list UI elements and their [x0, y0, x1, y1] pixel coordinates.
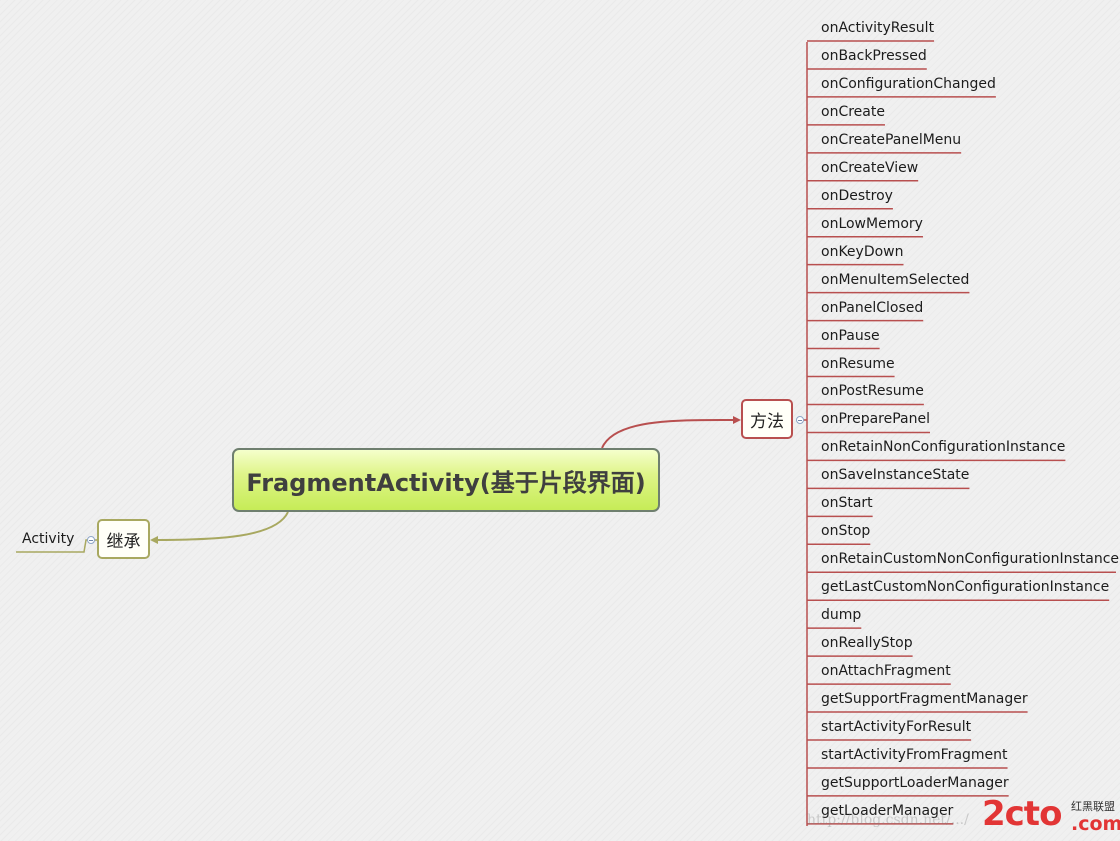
central-topic-label: FragmentActivity(基于片段界面) [246, 468, 646, 497]
watermark-bottom-text: .com [1071, 813, 1120, 835]
inherit-topic[interactable]: 继承 [97, 519, 150, 559]
method-item[interactable]: onReallyStop [821, 635, 913, 652]
methods-topic-label: 方法 [750, 411, 784, 432]
inherit-topic-label: 继承 [106, 531, 141, 552]
central-to-methods-connector [601, 418, 740, 449]
watermark-top-text: 红黑联盟 [1071, 800, 1115, 813]
method-underlines [807, 40, 1116, 825]
method-item[interactable]: onPostResume [821, 383, 924, 400]
method-item[interactable]: onConfigurationChanged [821, 75, 996, 92]
method-item[interactable]: onAttachFragment [821, 663, 951, 680]
method-item[interactable]: onStart [821, 495, 873, 512]
inherit-arrowhead [150, 536, 158, 544]
method-item[interactable]: onPause [821, 327, 880, 344]
watermark-url: http://blog.csdn.net/.../ [807, 812, 969, 828]
method-item[interactable]: onDestroy [821, 187, 893, 204]
method-item[interactable]: onRetainNonConfigurationInstance [821, 439, 1066, 456]
method-item[interactable]: onBackPressed [821, 47, 927, 64]
watermark-logo-text: 2cto [982, 794, 1062, 834]
methods-collapse-toggle[interactable] [796, 416, 804, 424]
method-item[interactable]: onPanelClosed [821, 299, 924, 316]
methods-arrowhead [733, 416, 741, 424]
method-item[interactable]: onActivityResult [821, 20, 935, 36]
method-item[interactable]: dump [821, 607, 862, 624]
method-item[interactable]: getSupportFragmentManager [821, 691, 1028, 708]
method-item[interactable]: onCreateView [821, 159, 919, 176]
method-item[interactable]: getLastCustomNonConfigurationInstance [821, 579, 1110, 596]
method-item[interactable]: getLoaderManager [821, 802, 954, 819]
method-item[interactable]: onCreate [821, 103, 885, 120]
method-item[interactable]: onKeyDown [821, 243, 904, 260]
method-item[interactable]: onSaveInstanceState [821, 467, 970, 484]
method-item[interactable]: startActivityFromFragment [821, 746, 1008, 763]
method-item[interactable]: onResume [821, 355, 895, 372]
method-item[interactable]: onCreatePanelMenu [821, 131, 962, 148]
method-item[interactable]: onLowMemory [821, 215, 923, 232]
method-item[interactable]: onPreparePanel [821, 411, 930, 428]
inherit-collapse-toggle[interactable] [87, 536, 95, 544]
watermark-logo: 2cto 红黑联盟 .com [980, 793, 1120, 838]
central-to-inherit-connector [151, 511, 289, 541]
method-item[interactable]: onMenuItemSelected [821, 271, 970, 288]
central-topic[interactable]: FragmentActivity(基于片段界面) [232, 448, 660, 512]
activity-leaf[interactable]: Activity [22, 531, 75, 547]
method-item[interactable]: startActivityForResult [821, 719, 972, 735]
method-item[interactable]: onStop [821, 523, 871, 540]
method-item[interactable]: onRetainCustomNonConfigurationInstance [821, 551, 1120, 568]
method-item[interactable]: getSupportLoaderManager [821, 774, 1009, 791]
methods-topic[interactable]: 方法 [741, 399, 793, 439]
